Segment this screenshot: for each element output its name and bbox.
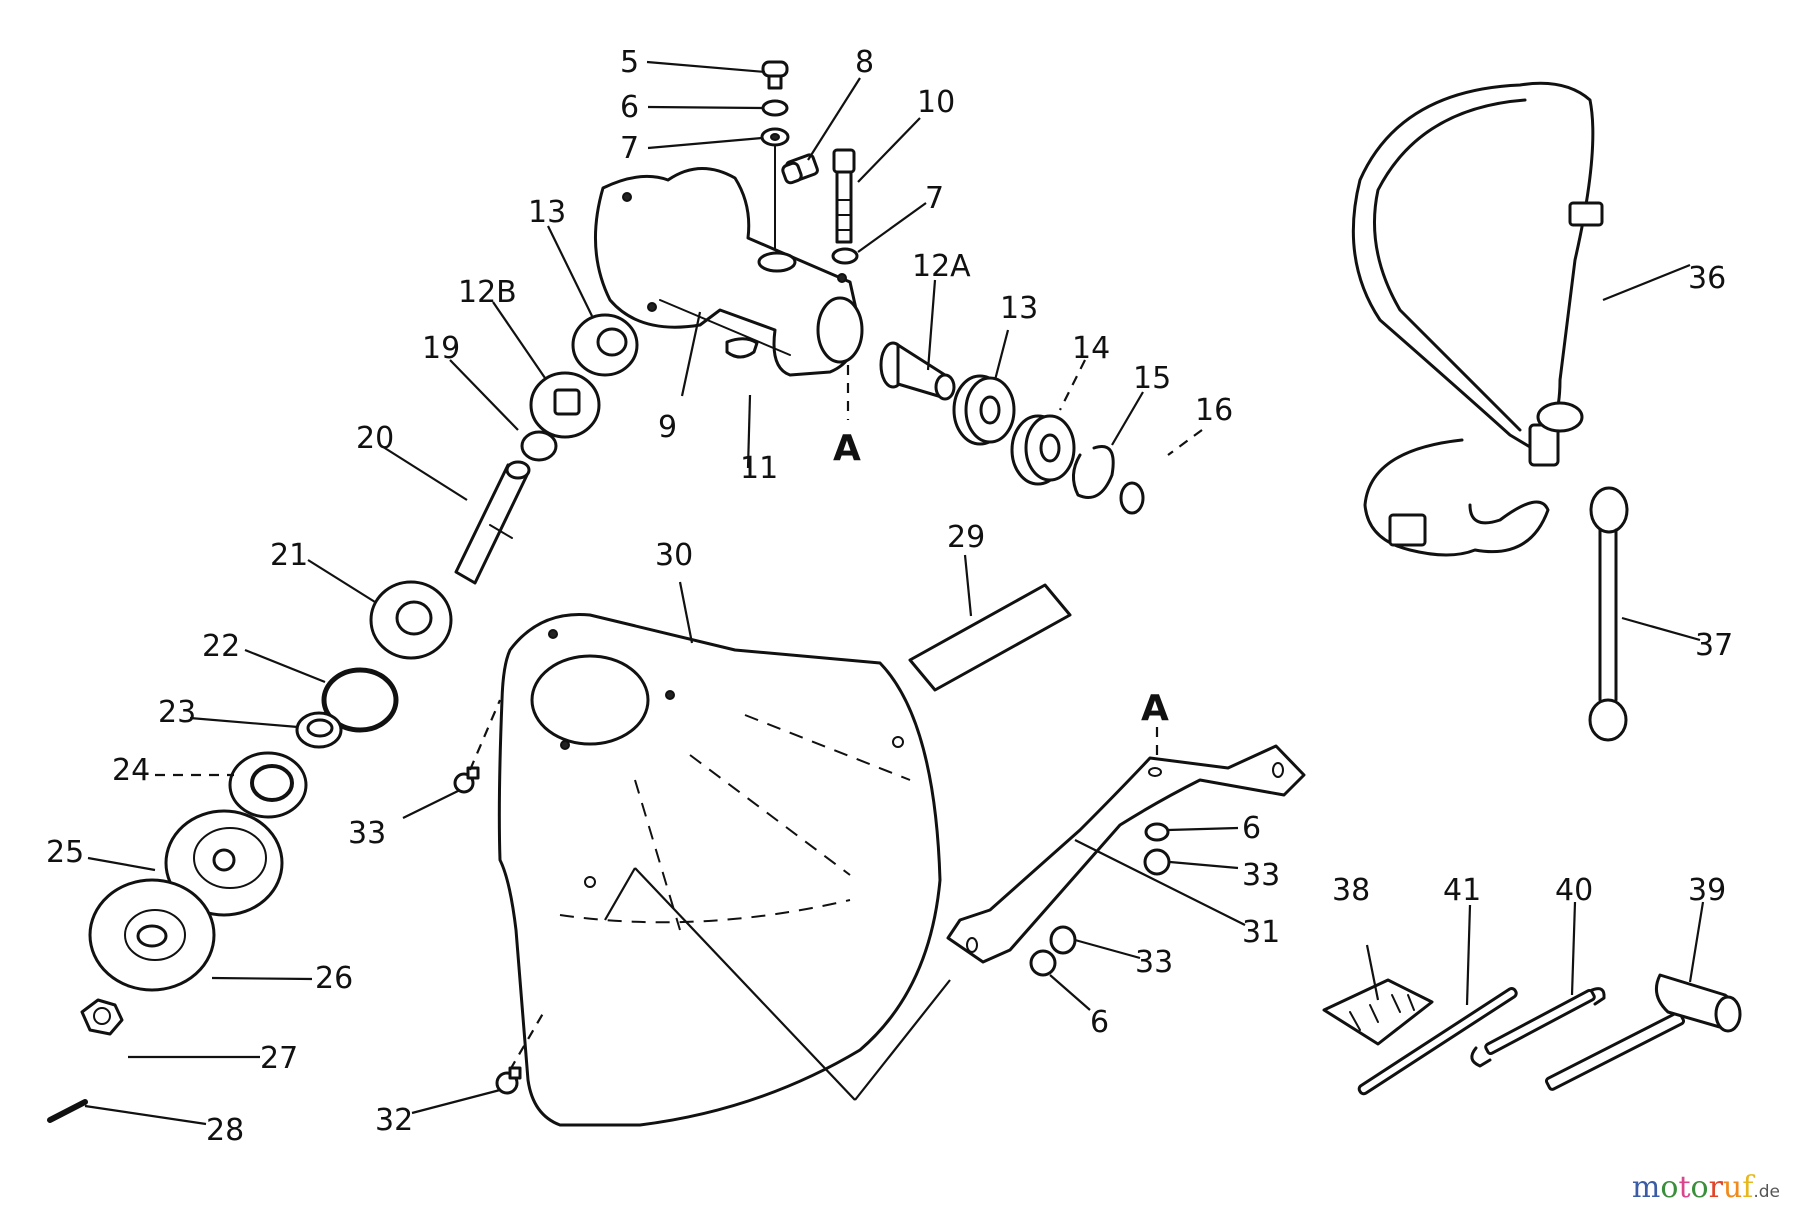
callout-33: 33 — [348, 816, 386, 851]
part-screw-32 — [495, 1066, 522, 1095]
callout-24: 24 — [112, 753, 150, 788]
part-nut-33c — [1049, 925, 1077, 955]
part-bar-41 — [1357, 987, 1518, 1096]
callout-8: 8 — [855, 45, 874, 80]
leader-lines — [84, 60, 1705, 1126]
part-collar-23 — [295, 711, 343, 749]
callout-13: 13 — [1000, 291, 1038, 326]
watermark-letter: o — [1690, 1170, 1709, 1205]
callout-13: 13 — [528, 195, 566, 230]
part-pad-29 — [908, 583, 1072, 692]
reference-mark-a-lower: A — [1141, 688, 1169, 729]
part-nut-33b — [1143, 848, 1171, 876]
callout-41: 41 — [1443, 873, 1481, 908]
part-shoulder-harness-36 — [1351, 81, 1604, 557]
callout-7: 7 — [925, 181, 944, 216]
callout-11: 11 — [740, 451, 778, 486]
callout-12a: 12A — [912, 249, 971, 284]
part-gear-case-9 — [594, 167, 864, 377]
callout-labels: 5 6 7 8 10 7 9 11 13 12B 19 20 21 22 23 … — [46, 45, 1733, 1148]
part-washer-7b — [831, 247, 859, 265]
part-blade-holder-25 — [164, 809, 284, 917]
callout-22: 22 — [202, 629, 240, 664]
callout-40: 40 — [1555, 873, 1593, 908]
part-circlip-15 — [1072, 445, 1115, 499]
callout-25: 25 — [46, 835, 84, 870]
callout-6: 6 — [1090, 1005, 1109, 1040]
callout-7: 7 — [620, 131, 639, 166]
part-nut-27 — [80, 998, 124, 1036]
callout-20: 20 — [356, 421, 394, 456]
part-plug-bolt-8 — [781, 153, 819, 185]
callout-9: 9 — [658, 410, 677, 445]
callout-39: 39 — [1688, 873, 1726, 908]
callout-21: 21 — [270, 538, 308, 573]
callout-14: 14 — [1072, 331, 1110, 366]
watermark-letters: motoruf — [1632, 1170, 1753, 1205]
watermark-letter: r — [1708, 1170, 1723, 1205]
callout-10: 10 — [917, 85, 955, 120]
part-bearing-14 — [1010, 414, 1076, 486]
callout-36: 36 — [1688, 261, 1726, 296]
part-spring-washer-6b — [1144, 822, 1170, 842]
part-screw-33 — [453, 766, 480, 794]
watermark-letter: m — [1631, 1170, 1661, 1205]
watermark-letter: f — [1742, 1170, 1754, 1205]
watermark-letter: u — [1722, 1170, 1743, 1205]
callout-6: 6 — [1242, 811, 1261, 846]
part-box-wrench-39 — [1544, 973, 1742, 1091]
part-bearing-13b — [952, 374, 1016, 446]
callout-16: 16 — [1195, 393, 1233, 428]
part-output-shaft-20 — [454, 460, 531, 585]
part-o-ring-16 — [1119, 481, 1145, 515]
callout-5: 5 — [620, 45, 639, 80]
callout-26: 26 — [315, 961, 353, 996]
part-wrench-40 — [1470, 987, 1606, 1068]
callout-33: 33 — [1135, 945, 1173, 980]
callout-38: 38 — [1332, 873, 1370, 908]
callout-6: 6 — [620, 90, 639, 125]
part-bearing-13a — [571, 313, 639, 377]
callout-30: 30 — [655, 538, 693, 573]
part-clip-11 — [725, 337, 759, 359]
part-screw-5 — [761, 60, 789, 90]
part-pinion-gear-12a — [879, 341, 956, 401]
part-bearing-21 — [369, 580, 453, 660]
callout-19: 19 — [422, 331, 460, 366]
part-pin-28 — [47, 1099, 88, 1123]
callout-31: 31 — [1242, 915, 1280, 950]
callout-33: 33 — [1242, 858, 1280, 893]
callout-27: 27 — [260, 1041, 298, 1076]
part-spring-washer-6 — [761, 99, 789, 117]
part-hanger-37 — [1588, 486, 1629, 742]
part-blade-holder-26 — [88, 878, 216, 992]
watermark-letter: t — [1678, 1170, 1691, 1205]
part-spacer-19 — [520, 430, 558, 462]
motoruf-watermark-logo: motoruf.de — [1632, 1170, 1780, 1205]
part-bolt-10 — [832, 148, 856, 244]
part-spring-washer-6c — [1029, 949, 1057, 977]
part-circlip-22 — [321, 667, 399, 733]
callout-37: 37 — [1695, 628, 1733, 663]
callout-15: 15 — [1133, 361, 1171, 396]
callout-23: 23 — [158, 695, 196, 730]
part-washer-7 — [760, 127, 790, 147]
callout-12b: 12B — [458, 275, 517, 310]
part-blade-guard-30 — [497, 612, 942, 1127]
part-bevel-gear-12b — [529, 371, 601, 439]
reference-mark-a-upper: A — [833, 428, 861, 469]
part-guard-bracket-31 — [946, 744, 1306, 964]
watermark-suffix: .de — [1753, 1182, 1780, 1202]
watermark-letter: o — [1660, 1170, 1679, 1205]
callout-28: 28 — [206, 1113, 244, 1148]
part-oil-seal-24 — [228, 751, 308, 819]
callout-32: 32 — [375, 1103, 413, 1138]
part-tool-bag-38 — [1322, 978, 1434, 1046]
callout-29: 29 — [947, 520, 985, 555]
